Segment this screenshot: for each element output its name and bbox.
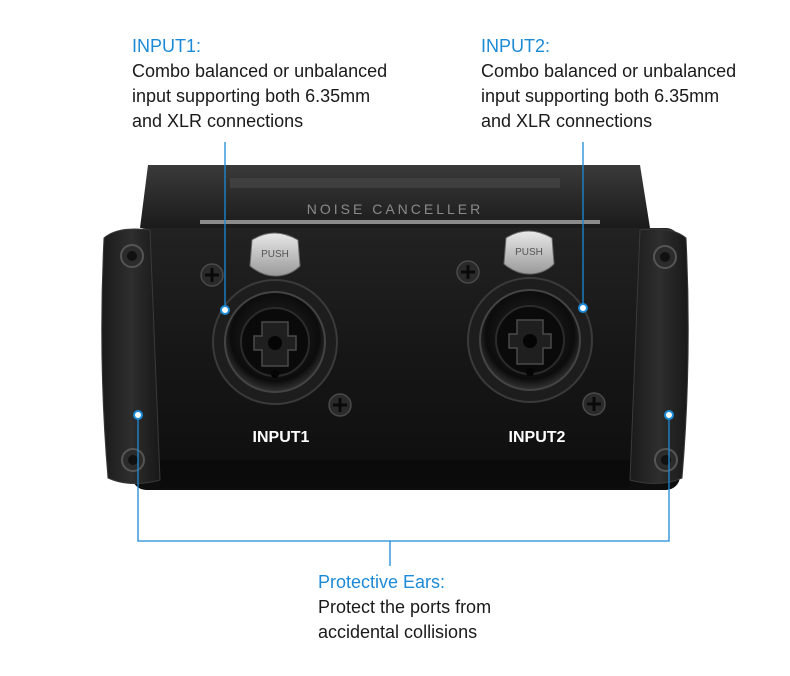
input2-callout: INPUT2: Combo balanced or unbalanced inp…	[481, 34, 781, 134]
ears-callout-title: Protective Ears:	[318, 572, 446, 592]
input1-callout-body: Combo balanced or unbalanced input suppo…	[132, 61, 388, 131]
ears-callout: Protective Ears: Protect the ports from …	[318, 570, 618, 645]
ear-screw-bottom-left	[121, 448, 145, 472]
ear-screw-top-left	[120, 244, 144, 268]
panel-screw-3	[456, 260, 480, 284]
combo-jack-input2[interactable]	[467, 277, 593, 403]
input2-callout-title: INPUT2:	[481, 36, 551, 56]
panel-screw-2	[328, 393, 352, 417]
ear-screw-bottom-right	[654, 448, 678, 472]
housing-top	[140, 165, 650, 228]
input2-leader-dot	[578, 303, 588, 313]
push-tab-label-1: PUSH	[261, 249, 289, 260]
left-ear-dot	[133, 410, 143, 420]
push-tab-input2[interactable]: PUSH	[503, 230, 555, 275]
housing-ridge	[230, 178, 560, 188]
push-tab-label-2: PUSH	[515, 247, 543, 258]
ears-callout-body: Protect the ports from accidental collis…	[318, 597, 492, 642]
push-tab-input1[interactable]: PUSH	[249, 232, 301, 277]
right-protective-ear	[629, 228, 689, 484]
ear-screw-top-right	[653, 245, 677, 269]
port-label-input1: INPUT1	[253, 429, 310, 446]
input1-leader-dot	[220, 305, 230, 315]
panel-screw-4	[582, 392, 606, 416]
input1-callout: INPUT1: Combo balanced or unbalanced inp…	[132, 34, 432, 134]
panel-screw-1	[200, 263, 224, 287]
ears-bracket-line	[137, 418, 670, 542]
front-panel-base	[160, 460, 630, 488]
left-protective-ear	[101, 228, 161, 484]
housing-strip	[200, 220, 600, 224]
top-panel-label: NOISE CANCELLER	[307, 201, 483, 217]
combo-jack-input1[interactable]	[212, 279, 338, 405]
input2-callout-body: Combo balanced or unbalanced input suppo…	[481, 61, 737, 131]
port-label-input2: INPUT2	[509, 429, 566, 446]
input1-callout-title: INPUT1:	[132, 36, 202, 56]
right-ear-dot	[664, 410, 674, 420]
